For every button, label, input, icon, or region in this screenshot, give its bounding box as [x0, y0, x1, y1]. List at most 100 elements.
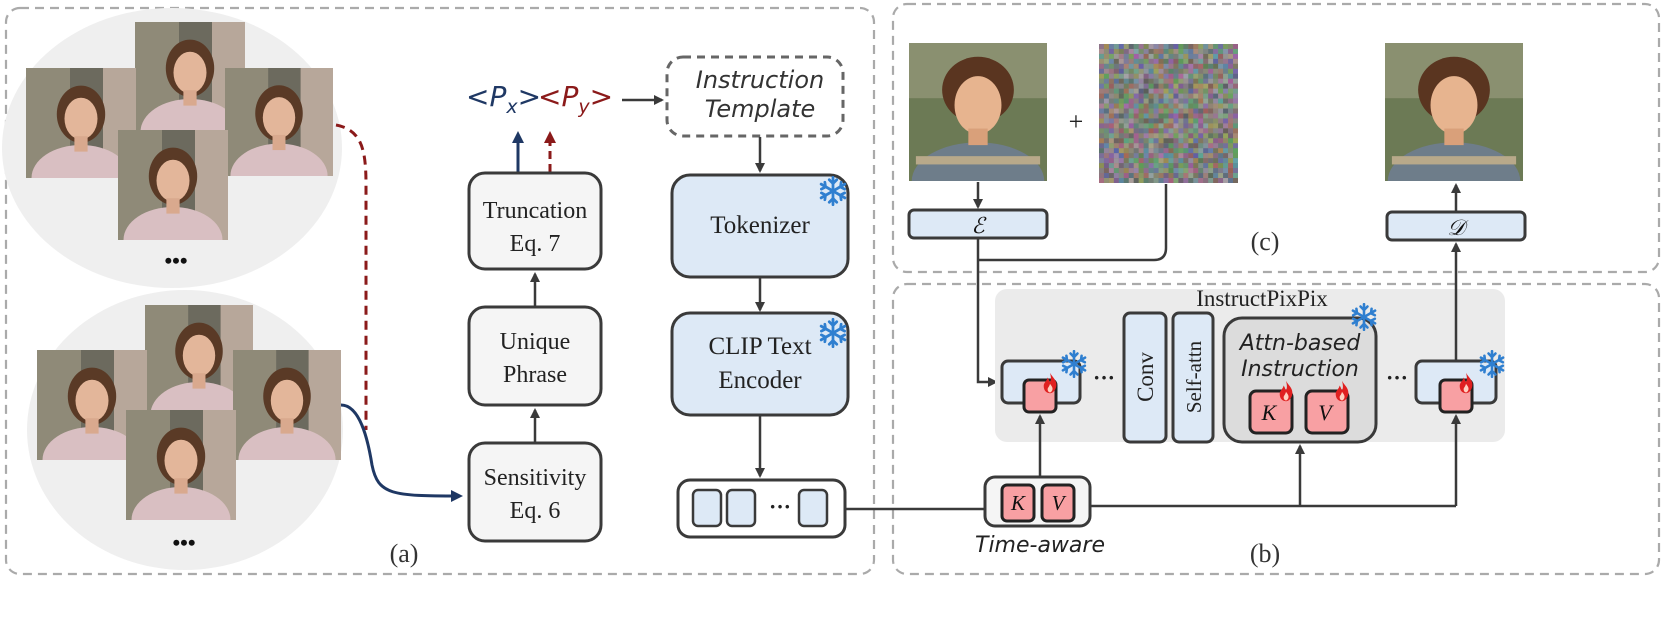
noise-pixel: [1108, 158, 1114, 164]
time-aware-value-label: V: [1052, 491, 1067, 515]
noise-pixel: [1203, 168, 1209, 174]
noise-pixel: [1223, 148, 1229, 154]
noise-pixel: [1143, 128, 1149, 134]
noise-pixel: [1223, 143, 1229, 149]
noise-pixel: [1218, 58, 1224, 64]
noise-pixel: [1133, 168, 1139, 174]
noise-pixel: [1203, 103, 1209, 109]
noise-pixel: [1188, 83, 1194, 89]
noise-pixel: [1099, 123, 1104, 129]
noise-pixel: [1218, 98, 1224, 104]
noise-pixel: [1193, 53, 1199, 59]
noise-pixel: [1173, 178, 1179, 183]
noise-pixel: [1113, 163, 1119, 169]
token-px: <Px>: [466, 80, 541, 118]
noise-pixel: [1233, 44, 1238, 49]
noise-pixel: [1198, 153, 1204, 159]
noise-pixel: [1143, 153, 1149, 159]
noise-pixel: [1103, 48, 1109, 54]
noise-pixel: [1208, 103, 1214, 109]
noise-pixel: [1138, 108, 1144, 114]
noise-pixel: [1099, 178, 1104, 183]
attn-block-line1: Attn-based: [1238, 331, 1362, 356]
noise-pixel: [1208, 78, 1214, 84]
noise-pixel: [1233, 113, 1238, 119]
noise-pixel: [1178, 173, 1184, 179]
noise-pixel: [1158, 153, 1164, 159]
panel-c-label: (c): [1251, 227, 1280, 256]
clip-encoder-line2: Encoder: [718, 367, 802, 394]
noise-pixel: [1198, 163, 1204, 169]
noise-pixel: [1233, 148, 1238, 154]
noise-pixel: [1143, 178, 1149, 183]
noise-pixel: [1233, 158, 1238, 164]
noise-pixel: [1233, 123, 1238, 129]
noise-pixel: [1198, 143, 1204, 149]
noise-pixel: [1208, 44, 1214, 49]
noise-pixel: [1178, 108, 1184, 114]
noise-pixel: [1103, 83, 1109, 89]
unet-input-block: [1000, 350, 1087, 414]
noise-pixel: [1223, 173, 1229, 179]
noise-pixel: [1143, 98, 1149, 104]
noise-pixel: [1113, 68, 1119, 74]
noise-pixel: [1133, 98, 1139, 104]
noise-pixel: [1233, 138, 1238, 144]
latent-to-unet-arrow: [976, 239, 998, 387]
tokenizer-label: Tokenizer: [710, 212, 810, 239]
noise-pixel: [1223, 83, 1229, 89]
noise-pixel: [1168, 158, 1174, 164]
noise-pixel: [1163, 158, 1169, 164]
instruction-template-line2: Template: [705, 95, 816, 123]
noise-pixel: [1198, 118, 1204, 124]
noise-pixel: [1128, 68, 1134, 74]
noise-pixel: [1178, 98, 1184, 104]
noise-pixel: [1183, 108, 1189, 114]
noise-pixel: [1228, 98, 1234, 104]
noise-pixel: [1123, 78, 1129, 84]
noise-pixel: [1203, 138, 1209, 144]
panel-b-label: (b): [1250, 539, 1280, 568]
noise-pixel: [1138, 93, 1144, 99]
noise-pixel: [1153, 98, 1159, 104]
noise-pixel: [1213, 53, 1219, 59]
noise-pixel: [1198, 178, 1204, 183]
noise-pixel: [1228, 128, 1234, 134]
noise-pixel: [1099, 133, 1104, 139]
noise-pixel: [1153, 178, 1159, 183]
noise-pixel: [1168, 44, 1174, 49]
noise-pixel: [1223, 178, 1229, 183]
noise-pixel: [1128, 98, 1134, 104]
noise-pixel: [1188, 98, 1194, 104]
noise-pixel: [1188, 63, 1194, 69]
noise-pixel: [1158, 53, 1164, 59]
noise-pixel: [1118, 118, 1124, 124]
noise-pixel: [1178, 53, 1184, 59]
noise-pixel: [1198, 78, 1204, 84]
noise-pixel: [1183, 68, 1189, 74]
noise-pixel: [1133, 83, 1139, 89]
noise-pixel: [1103, 168, 1109, 174]
noise-pixel: [1198, 133, 1204, 139]
noise-pixel: [1198, 113, 1204, 119]
noise-pixel: [1173, 163, 1179, 169]
noise-pixel: [1138, 53, 1144, 59]
noise-pixel: [1218, 178, 1224, 183]
noise-pixel: [1168, 73, 1174, 79]
noise-pixel: [1099, 98, 1104, 104]
sensitivity-box: Sensitivity Eq. 6: [467, 441, 603, 543]
noise-pixel: [1198, 128, 1204, 134]
noise-pixel: [1178, 178, 1184, 183]
noise-pixel: [1158, 48, 1164, 54]
noise-pixel: [1173, 118, 1179, 124]
noise-pixel: [1188, 78, 1194, 84]
noise-pixel: [1168, 53, 1174, 59]
noise-pixel: [1208, 153, 1214, 159]
noise-pixel: [1168, 118, 1174, 124]
noise-pixel: [1138, 143, 1144, 149]
noise-pixel: [1133, 44, 1139, 49]
noise-pixel: [1123, 153, 1129, 159]
noise-pixel: [1103, 158, 1109, 164]
noise-pixel: [1153, 48, 1159, 54]
noise-pixel: [1193, 163, 1199, 169]
